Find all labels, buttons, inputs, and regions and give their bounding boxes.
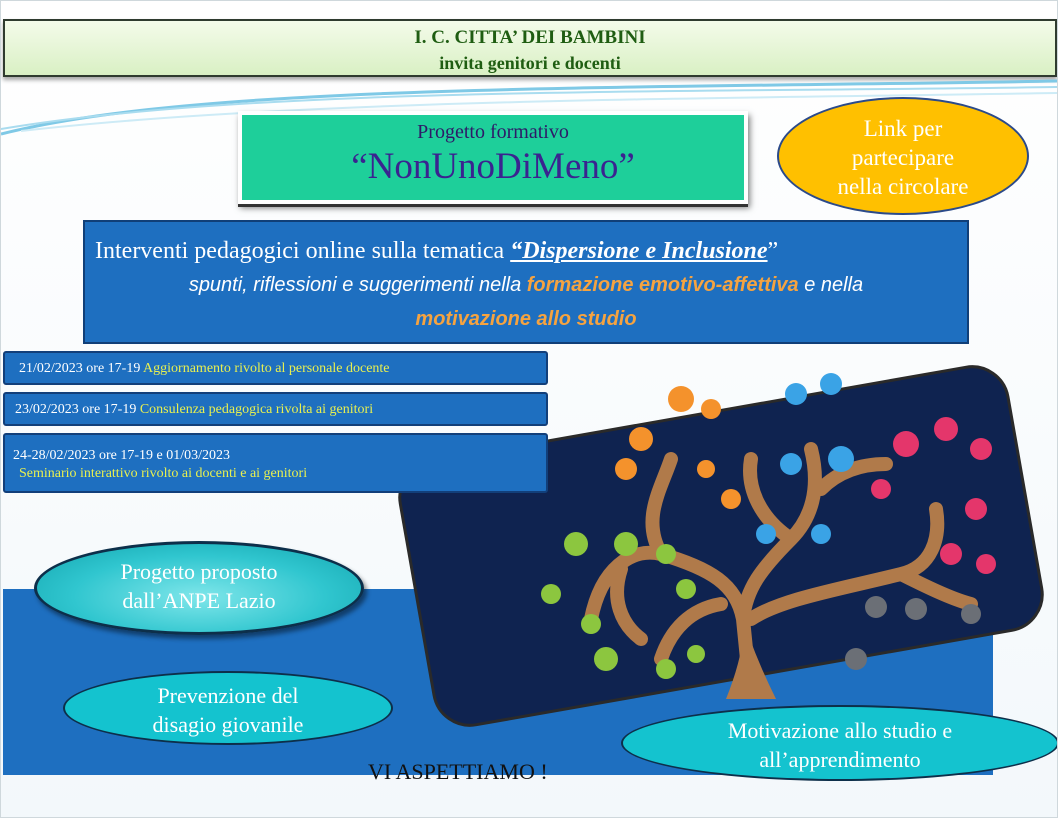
header-title: I. C. CITTA’ DEI BAMBINI [414,27,646,48]
link-oval-line1: Link per [863,116,943,141]
interventi-line2: spunti, riflessioni e suggerimenti nella… [85,274,967,297]
motivazione-line2: all’apprendimento [759,747,921,772]
footer-text: VI ASPETTIAMO ! [368,759,548,784]
progetto-name: “NonUnoDiMeno” [351,146,635,187]
proposto-line2: dall’ANPE Lazio [122,588,276,613]
interventi-line2-prefix: spunti, riflessioni e suggerimenti nella [188,274,527,296]
prevenzione-oval: Prevenzione del disagio giovanile [63,671,393,745]
header-subtitle: invita genitori e docenti [439,53,621,73]
date-row-3-date: 24-28/02/2023 ore 17-19 e 01/03/2023 [13,448,230,463]
progetto-box: Progetto formativo “NonUnoDiMeno” [238,111,748,204]
date-row-3: 24-28/02/2023 ore 17-19 e 01/03/2023 Sem… [3,433,548,493]
date-row-2: 23/02/2023 ore 17-19 Consulenza pedagogi… [3,392,548,426]
proposto-line1: Progetto proposto [120,559,278,584]
date-row-1-desc: Aggiornamento rivolto al personale docen… [143,361,390,376]
interventi-topic: “Dispersione e Inclusione [510,238,768,264]
link-oval[interactable]: Link per partecipare nella circolare [777,97,1029,215]
prevenzione-line1: Prevenzione del [157,683,299,708]
interventi-line1-prefix: Interventi pedagogici online sulla temat… [95,238,511,264]
date-row-1-date: 21/02/2023 ore 17-19 [19,361,144,376]
date-row-1: 21/02/2023 ore 17-19 Aggiornamento rivol… [3,351,548,385]
interventi-line1: Interventi pedagogici online sulla temat… [95,238,778,265]
interventi-line1-suffix: ” [767,238,779,264]
progetto-label: Progetto formativo [417,121,569,143]
motivazione-line1: Motivazione allo studio e [727,718,953,743]
prevenzione-line2: disagio giovanile [152,712,304,737]
tree-of-hands-illustration [541,373,996,699]
link-oval-line2: partecipare [851,145,955,170]
interventi-line2-emph: formazione emotivo-affettiva [526,274,799,296]
proposto-oval: Progetto proposto dall’ANPE Lazio [34,541,364,635]
interventi-line2-suffix: e nella [798,274,864,296]
header-banner: I. C. CITTA’ DEI BAMBINI invita genitori… [3,19,1057,77]
interventi-box: Interventi pedagogici online sulla temat… [83,220,969,344]
date-row-3-desc: Seminario interattivo rivolto ai docenti… [19,466,308,481]
decorative-swoosh [1,79,1057,136]
date-row-2-date: 23/02/2023 ore 17-19 [15,402,140,417]
link-oval-line3: nella circolare [837,174,969,199]
motivazione-oval: Motivazione allo studio e all’apprendime… [621,705,1057,781]
date-row-2-desc: Consulenza pedagogica rivolta ai genitor… [139,402,374,417]
interventi-line3: motivazione allo studio [415,308,637,330]
